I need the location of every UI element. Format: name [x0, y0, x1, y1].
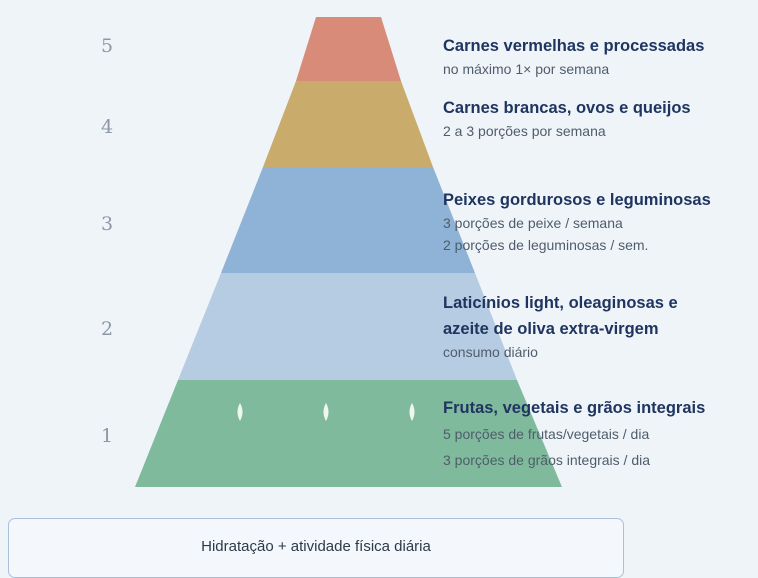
tier-5-band	[296, 17, 401, 81]
tier-2-title-line-2: azeite de oliva extra-virgem	[443, 320, 659, 338]
tier-4-description: 2 a 3 porções por semana	[443, 123, 606, 139]
hydration-activity-box: Hidratação + atividade física diária	[8, 518, 624, 578]
level-number-5: 5	[100, 35, 114, 57]
tier-2-title-line-1: Laticínios light, oleaginosas e	[443, 294, 678, 312]
tier-5-text: Carnes vermelhas e processadas no máximo…	[443, 35, 704, 80]
tier-2-description: consumo diário	[443, 344, 538, 360]
tier-1-band	[135, 380, 562, 487]
tier-3-text: Peixes gordurosos e leguminosas 3 porçõe…	[443, 189, 711, 256]
tier-2-band	[178, 273, 517, 380]
tier-4-text: Carnes brancas, ovos e queijos 2 a 3 por…	[443, 97, 691, 142]
tier-1-title: Frutas, vegetais e grãos integrais	[443, 399, 706, 417]
level-number-4: 4	[100, 116, 114, 138]
level-number-2: 2	[100, 318, 114, 340]
leaf-icon	[237, 403, 243, 421]
leaf-icon	[409, 403, 415, 421]
pyramid-diagram	[135, 17, 562, 487]
tier-3-title: Peixes gordurosos e leguminosas	[443, 191, 711, 209]
hydration-activity-label: Hidratação + atividade física diária	[201, 538, 431, 555]
tier-3-band	[221, 167, 475, 273]
tier-1-description-line-1: 5 porções de frutas/vegetais / dia	[443, 426, 650, 442]
tier-3-description-line-2: 2 porções de leguminosas / sem.	[443, 237, 649, 253]
tier-1-description-line-2: 3 porções de grãos integrais / dia	[443, 452, 651, 468]
leaf-icon	[323, 403, 329, 421]
tier-4-band	[263, 81, 433, 167]
tier-4-title: Carnes brancas, ovos e queijos	[443, 99, 691, 117]
tier-1-text: Frutas, vegetais e grãos integrais 5 por…	[443, 397, 705, 471]
tier-2-text: Laticínios light, oleaginosas e azeite d…	[443, 292, 678, 363]
level-number-3: 3	[100, 213, 114, 235]
tier-3-description-line-1: 3 porções de peixe / semana	[443, 215, 623, 231]
tier-5-description: no máximo 1× por semana	[443, 61, 610, 77]
level-number-1: 1	[100, 425, 114, 447]
tier-5-title: Carnes vermelhas e processadas	[443, 37, 705, 55]
